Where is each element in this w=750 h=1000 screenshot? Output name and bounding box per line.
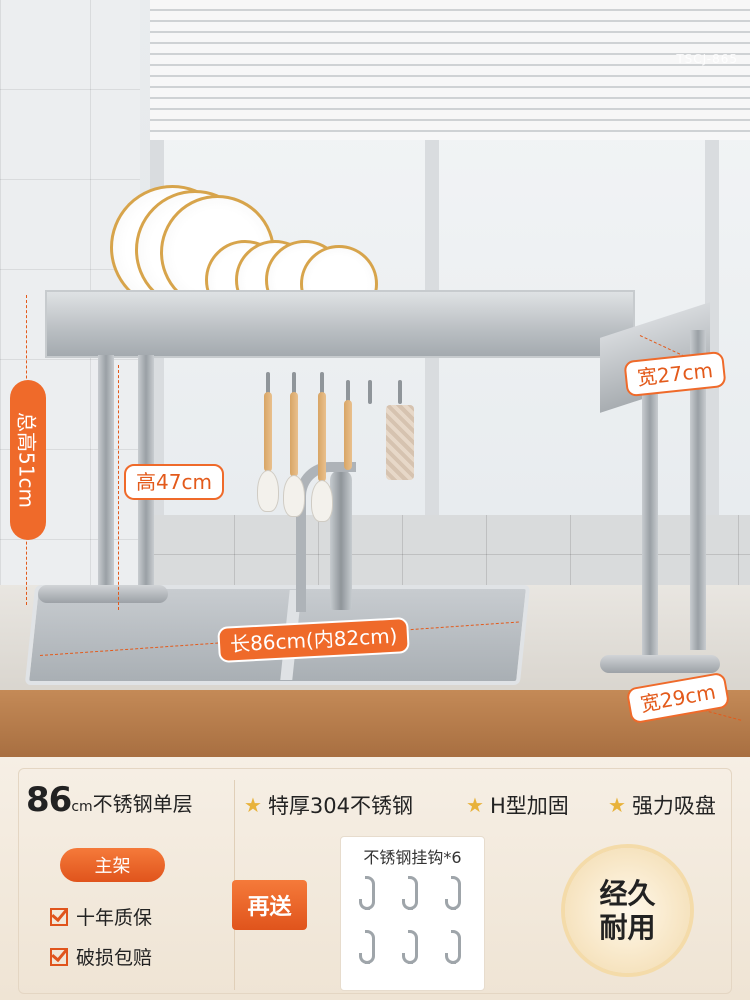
size-description: 不锈钢单层 [92, 792, 193, 816]
gift-tag: 再送 [232, 880, 307, 930]
hook [368, 380, 372, 404]
window-frame [705, 140, 719, 560]
ladle-icon [311, 480, 333, 522]
hook [320, 372, 324, 396]
rack-leg [690, 330, 706, 650]
feature-item: ★强力吸盘 [608, 793, 716, 818]
star-icon: ★ [608, 793, 626, 817]
product-photo: TSCJ-865 总高51cm 高47cm 宽27cm 长86cm(内82cm)… [0, 0, 750, 757]
hook [292, 372, 296, 396]
panel-frame [18, 768, 732, 994]
spatula-icon [283, 475, 305, 517]
rack-leg [98, 355, 114, 585]
hook [266, 372, 270, 396]
hook-icon [359, 876, 375, 910]
hook-icon [445, 930, 461, 964]
gift-title: 不锈钢挂钩*6 [363, 848, 462, 867]
whisk-handle [344, 400, 352, 470]
guarantee-item: 破损包赔 [50, 943, 152, 970]
checkbox-icon [50, 947, 68, 966]
hook-icon [359, 930, 375, 964]
gift-hooks-box [340, 836, 485, 991]
utensil-handle [318, 392, 326, 482]
size-unit: cm [71, 799, 93, 815]
dimension-line [118, 365, 119, 610]
hook-icon [402, 876, 418, 910]
main-frame-tag: 主架 [60, 848, 165, 882]
hook-icon [402, 930, 418, 964]
badge-text: 经久耐用 [599, 876, 656, 944]
feature-item: ★特厚304不锈钢 [244, 793, 414, 818]
hook-icon [445, 876, 461, 910]
model-code: TSCJ-865 [676, 52, 738, 66]
durability-badge: 经久耐用 [565, 848, 690, 973]
utensil-handle [290, 392, 298, 477]
guarantee-item: 十年质保 [50, 903, 152, 930]
feature-item: ★H型加固 [466, 793, 569, 818]
star-icon: ★ [466, 793, 484, 817]
star-icon: ★ [244, 793, 262, 817]
total-height-label: 总高51cm [10, 380, 46, 540]
size-number: 86 [26, 780, 72, 820]
faucet [330, 470, 352, 610]
towel [386, 405, 414, 480]
rack-foot [38, 585, 168, 603]
cabinet [0, 690, 750, 757]
inner-height-label: 高47cm [124, 464, 224, 500]
faucet-spout [296, 462, 356, 612]
size-spec: 86cm不锈钢单层 [26, 780, 193, 820]
hook [398, 380, 402, 404]
checkbox-icon [50, 907, 68, 926]
rack-foot [600, 655, 720, 673]
window-blind [150, 0, 750, 140]
backsplash [150, 515, 750, 595]
hook [346, 380, 350, 404]
utensil-handle [264, 392, 272, 472]
spatula-icon [257, 470, 279, 512]
rack-tray [45, 290, 635, 358]
rack-leg [642, 360, 658, 660]
